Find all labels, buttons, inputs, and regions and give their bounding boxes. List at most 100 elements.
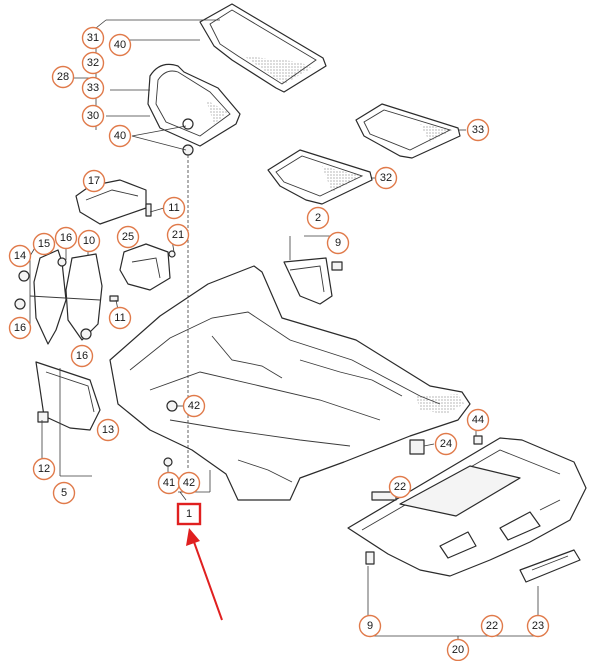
callout-33[interactable]: 33 — [466, 118, 490, 142]
callout-ring — [96, 418, 120, 442]
floor-mat-front-right — [147, 63, 241, 156]
callout-ring — [82, 169, 106, 193]
callout-16[interactable]: 16 — [54, 226, 78, 250]
callout-number: 20 — [452, 644, 464, 656]
callout-30[interactable]: 30 — [81, 104, 105, 128]
callout-number: 16 — [76, 350, 88, 362]
callout-ring — [162, 196, 186, 220]
callout-ring — [388, 475, 412, 499]
callout-number: 16 — [60, 232, 72, 244]
callout-32[interactable]: 32 — [374, 166, 398, 190]
callout-42[interactable]: 42 — [177, 471, 201, 495]
callout-ring — [108, 124, 132, 148]
callout-5[interactable]: 5 — [52, 481, 76, 505]
callout-ring — [81, 51, 105, 75]
wheelhouse-cover — [119, 243, 171, 291]
callout-28[interactable]: 28 — [51, 65, 75, 89]
highlighted-part-callout[interactable]: 1 — [176, 502, 202, 526]
red-pointer-arrow — [186, 528, 223, 621]
callout-number: 21 — [172, 229, 184, 241]
callout-22[interactable]: 22 — [480, 614, 504, 638]
callout-ring — [526, 614, 550, 638]
callout-24[interactable]: 24 — [434, 432, 458, 456]
floor-mat-rear-left — [267, 149, 373, 205]
callout-22[interactable]: 22 — [388, 475, 412, 499]
callout-ring — [108, 33, 132, 57]
callout-number: 5 — [61, 487, 67, 499]
callout-ring — [434, 432, 458, 456]
callout-number: 16 — [14, 322, 26, 334]
callout-ring — [466, 408, 490, 432]
callout-14[interactable]: 14 — [8, 244, 32, 268]
callout-16[interactable]: 16 — [70, 344, 94, 368]
callout-ring — [81, 104, 105, 128]
callout-ring — [70, 344, 94, 368]
callout-number: 22 — [486, 620, 498, 632]
callout-number: 33 — [87, 82, 99, 94]
callout-11[interactable]: 11 — [162, 196, 186, 220]
callout-ring — [81, 76, 105, 100]
callout-32[interactable]: 32 — [81, 51, 105, 75]
callout-41[interactable]: 41 — [157, 471, 181, 495]
callout-20[interactable]: 20 — [446, 638, 470, 661]
callout-number: 41 — [163, 477, 175, 489]
floor-mat-front-left — [199, 3, 327, 93]
callout-ring — [8, 316, 32, 340]
callout-2[interactable]: 2 — [306, 206, 330, 230]
callout-ring — [54, 226, 78, 250]
rear-parcel-shelf — [347, 437, 587, 577]
callout-ring — [480, 614, 504, 638]
callout-15[interactable]: 15 — [32, 232, 56, 256]
callout-11[interactable]: 11 — [108, 306, 132, 330]
callout-ring — [32, 457, 56, 481]
callout-ring — [81, 26, 105, 50]
callout-ring — [177, 471, 201, 495]
callout-number: 31 — [87, 32, 99, 44]
callout-ring — [77, 229, 101, 253]
callout-number: 22 — [394, 481, 406, 493]
callout-number: 42 — [183, 477, 195, 489]
callout-ring — [166, 223, 190, 247]
callout-13[interactable]: 13 — [96, 418, 120, 442]
callout-40[interactable]: 40 — [108, 124, 132, 148]
callout-9[interactable]: 9 — [358, 614, 382, 638]
callout-number: 24 — [440, 438, 452, 450]
callout-21[interactable]: 21 — [166, 223, 190, 247]
shelf-bracket-23 — [519, 549, 581, 583]
highlighted-part-label: 1 — [186, 508, 192, 520]
callout-number: 11 — [168, 202, 179, 214]
callout-10[interactable]: 10 — [77, 229, 101, 253]
callout-40[interactable]: 40 — [108, 33, 132, 57]
callout-ring — [116, 225, 140, 249]
callout-ring — [51, 65, 75, 89]
callout-17[interactable]: 17 — [82, 169, 106, 193]
callout-number: 9 — [335, 237, 341, 249]
footrest-pad — [35, 361, 101, 431]
callout-ring — [326, 231, 350, 255]
callout-number: 14 — [14, 250, 26, 262]
callout-number: 11 — [114, 312, 125, 324]
callout-9[interactable]: 9 — [326, 231, 350, 255]
callout-number: 17 — [88, 175, 100, 187]
callout-25[interactable]: 25 — [116, 225, 140, 249]
callout-number: 33 — [472, 124, 484, 136]
callout-44[interactable]: 44 — [466, 408, 490, 432]
callout-ring — [306, 206, 330, 230]
callout-number: 40 — [114, 130, 126, 142]
callout-number: 2 — [315, 212, 321, 224]
callout-33[interactable]: 33 — [81, 76, 105, 100]
callout-16[interactable]: 16 — [8, 316, 32, 340]
callout-42[interactable]: 42 — [182, 394, 206, 418]
callout-ring — [182, 394, 206, 418]
callout-12[interactable]: 12 — [32, 457, 56, 481]
callout-31[interactable]: 31 — [81, 26, 105, 50]
callout-23[interactable]: 23 — [526, 614, 550, 638]
callout-number: 30 — [87, 110, 99, 122]
callout-ring — [358, 614, 382, 638]
callout-number: 10 — [83, 235, 95, 247]
callout-number: 9 — [367, 620, 373, 632]
callout-number: 23 — [532, 620, 544, 632]
callout-number: 28 — [57, 71, 69, 83]
callout-number: 32 — [87, 57, 99, 69]
